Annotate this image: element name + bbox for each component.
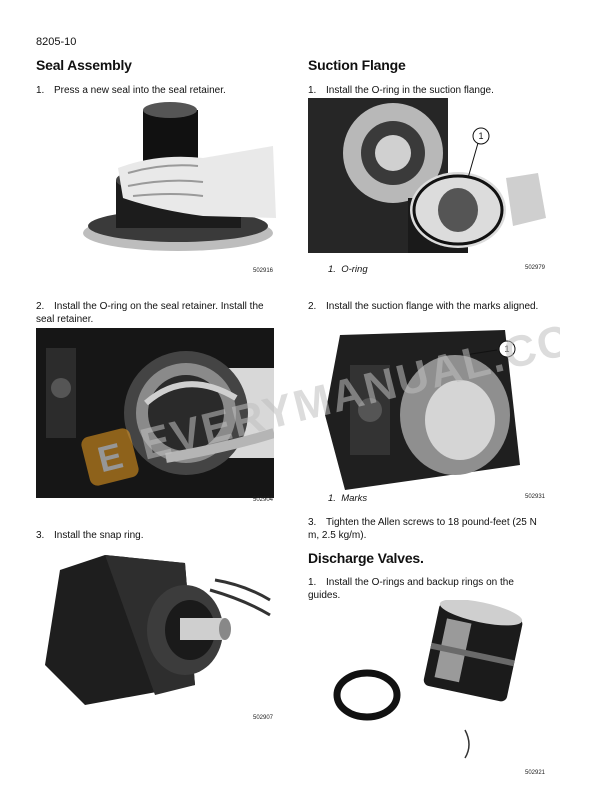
photo-code: 502931 [525, 494, 546, 500]
callout-number: 1 [478, 131, 483, 141]
caption-number: 1. [328, 264, 336, 275]
step-number: 2. [308, 301, 317, 312]
photo-code: 502916 [253, 268, 274, 274]
step-flange-1: 1. Install the O-ring in the suction flan… [308, 85, 548, 98]
step-text: Press a new seal into the seal retainer. [54, 85, 226, 96]
caption-number: 1. [328, 493, 336, 504]
step-number: 1. [308, 85, 317, 96]
photo-suction-flange: 1 [308, 98, 548, 260]
photo-code: 502921 [525, 770, 546, 776]
photo-valve-guides [325, 600, 550, 765]
photo-caption: 1. O-ring [328, 264, 368, 275]
step-number: 3. [36, 530, 45, 541]
step-number: 1. [308, 577, 317, 588]
section-heading-discharge-valves: Discharge Valves. [308, 550, 424, 566]
caption-label: Marks [341, 493, 368, 504]
section-heading-seal-assembly: Seal Assembly [36, 57, 132, 73]
step-text: Tighten the Allen screws to 18 pound-fee… [308, 517, 537, 541]
step-seal-1: 1. Press a new seal into the seal retaine… [36, 85, 276, 98]
step-text: Install the O-rings and backup rings on … [308, 577, 514, 601]
photo-caption: 1. Marks [328, 493, 367, 504]
step-flange-2: 2. Install the suction flange with the ma… [308, 301, 548, 314]
section-heading-suction-flange: Suction Flange [308, 57, 406, 73]
step-seal-3: 3. Install the snap ring. [36, 530, 276, 543]
step-number: 1. [36, 85, 45, 96]
photo-code: 502979 [525, 265, 546, 271]
callout-number: 1 [504, 344, 509, 354]
step-seal-2: 2.Install the O-ring on the seal retaine… [36, 301, 276, 326]
photo-seal-press [78, 98, 278, 260]
step-number: 3. [308, 517, 317, 528]
step-flange-3: 3.Tighten the Allen screws to 18 pound-f… [308, 517, 548, 542]
caption-label: O-ring [341, 264, 368, 275]
photo-code: 502907 [253, 715, 274, 721]
step-text: Install the O-ring in the suction flange… [326, 85, 494, 96]
step-text: Install the suction flange with the mark… [326, 301, 539, 312]
step-valves-1: 1.Install the O-rings and backup rings o… [308, 577, 548, 602]
photo-flange-marks: 1 [325, 325, 550, 495]
page-number: 8205-10 [36, 36, 77, 48]
photo-code: 502904 [253, 497, 274, 503]
step-text: Install the snap ring. [54, 530, 144, 541]
step-number: 2. [36, 301, 45, 312]
step-text: Install the O-ring on the seal retainer.… [36, 301, 264, 325]
photo-snap-ring [45, 545, 275, 710]
photo-seal-retainer [36, 328, 274, 498]
